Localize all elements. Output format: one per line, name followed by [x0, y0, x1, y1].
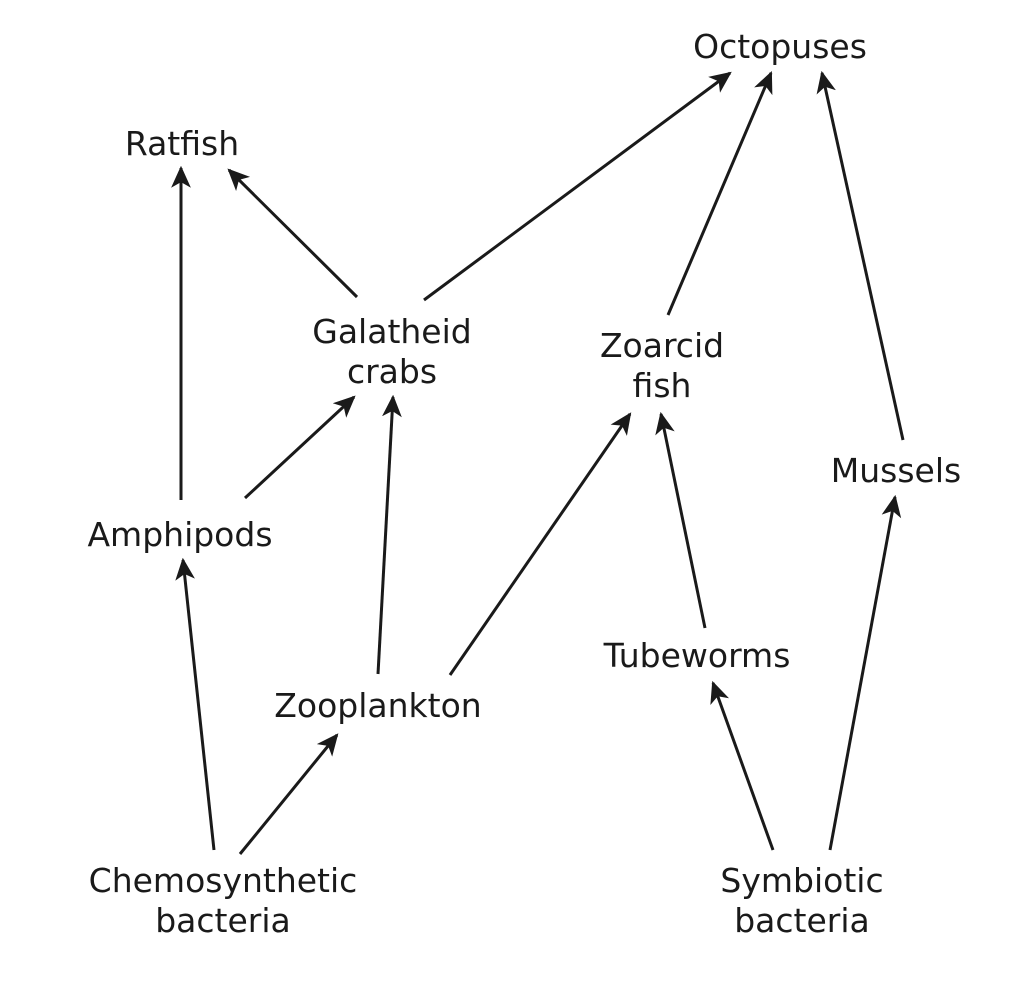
arrow-symbiotic-bacteria-to-mussels	[828, 494, 902, 851]
node-symbiotic-bacteria-line-2: bacteria	[734, 901, 870, 940]
arrow-galatheid-crabs-to-ratfish	[227, 168, 359, 299]
node-tubeworms-line-1: Tubeworms	[603, 636, 791, 675]
node-zoarcid-fish-line-2: fish	[633, 366, 692, 405]
arrow-zoarcid-fish-to-octopuses	[666, 70, 773, 316]
node-amphipods-line-1: Amphipods	[87, 515, 272, 554]
node-zooplankton-line-1: Zooplankton	[274, 686, 481, 725]
node-ratfish: Ratfish	[125, 124, 239, 163]
node-mussels-line-1: Mussels	[831, 451, 961, 490]
arrow-tubeworms-to-zoarcid-fish	[655, 411, 707, 629]
node-octopuses: Octopuses	[693, 27, 867, 66]
arrows-layer	[171, 70, 905, 855]
node-zooplankton: Zooplankton	[274, 686, 481, 725]
node-tubeworms: Tubeworms	[603, 636, 791, 675]
arrow-zooplankton-to-galatheid-crabs	[376, 394, 402, 675]
node-octopuses-line-1: Octopuses	[693, 27, 867, 66]
node-ratfish-line-1: Ratfish	[125, 124, 239, 163]
arrow-galatheid-crabs-to-octopuses	[423, 71, 732, 302]
node-amphipods: Amphipods	[87, 515, 272, 554]
node-galatheid-crabs-line-2: crabs	[347, 352, 437, 391]
node-symbiotic-bacteria-line-1: Symbiotic	[720, 861, 883, 900]
node-mussels: Mussels	[831, 451, 961, 490]
node-galatheid-crabs-line-1: Galatheid	[312, 312, 471, 351]
node-zoarcid-fish-line-1: Zoarcid	[600, 326, 724, 365]
arrow-chemosynthetic-bacteria-to-amphipods	[175, 557, 216, 851]
node-chemosynthetic-bacteria-line-1: Chemosynthetic	[89, 861, 358, 900]
node-chemosynthetic-bacteria-line-2: bacteria	[155, 901, 291, 940]
arrow-zooplankton-to-zoarcid-fish	[448, 412, 632, 676]
arrow-amphipods-to-galatheid-crabs	[243, 395, 356, 500]
arrow-chemosynthetic-bacteria-to-zooplankton	[238, 733, 339, 855]
arrow-symbiotic-bacteria-to-tubeworms	[710, 680, 775, 851]
arrow-mussels-to-octopuses	[816, 70, 905, 441]
